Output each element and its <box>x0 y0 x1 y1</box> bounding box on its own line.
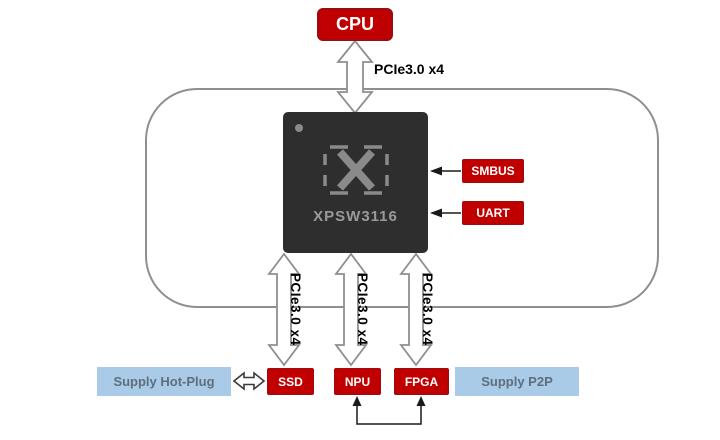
cpu-box: CPU <box>317 8 393 41</box>
downstream-link-label-ssd: PCIe3.0 x4 <box>288 272 303 346</box>
npu-box: NPU <box>334 368 381 395</box>
chip-pin1-dot <box>295 124 303 132</box>
fpga-box: FPGA <box>394 368 449 395</box>
downstream-arrow-npu <box>334 252 368 367</box>
downstream-arrow-fpga <box>399 252 433 367</box>
supply-p2p-box: Supply P2P <box>455 367 579 396</box>
uplink-label: PCIe3.0 x4 <box>374 61 445 77</box>
chip-logo-icon <box>323 145 389 195</box>
downstream-link-label-fpga: PCIe3.0 x4 <box>420 272 435 346</box>
cpu-uplink-arrow <box>336 39 374 115</box>
supply-hot-plug-box: Supply Hot-Plug <box>97 367 231 396</box>
ssd-box: SSD <box>267 368 314 395</box>
hot-plug-arrow <box>232 371 266 391</box>
chip-package: XPSW3116 <box>283 112 428 253</box>
uart-arrow <box>430 208 461 218</box>
downstream-arrow-ssd <box>267 252 301 367</box>
chip-part-number: XPSW3116 <box>313 208 398 225</box>
p2p-connector <box>352 396 426 425</box>
switch-boundary <box>145 88 659 308</box>
smbus-arrow <box>430 166 461 176</box>
uart-box: UART <box>462 201 524 225</box>
downstream-link-label-npu: PCIe3.0 x4 <box>355 272 370 346</box>
smbus-box: SMBUS <box>462 159 524 183</box>
